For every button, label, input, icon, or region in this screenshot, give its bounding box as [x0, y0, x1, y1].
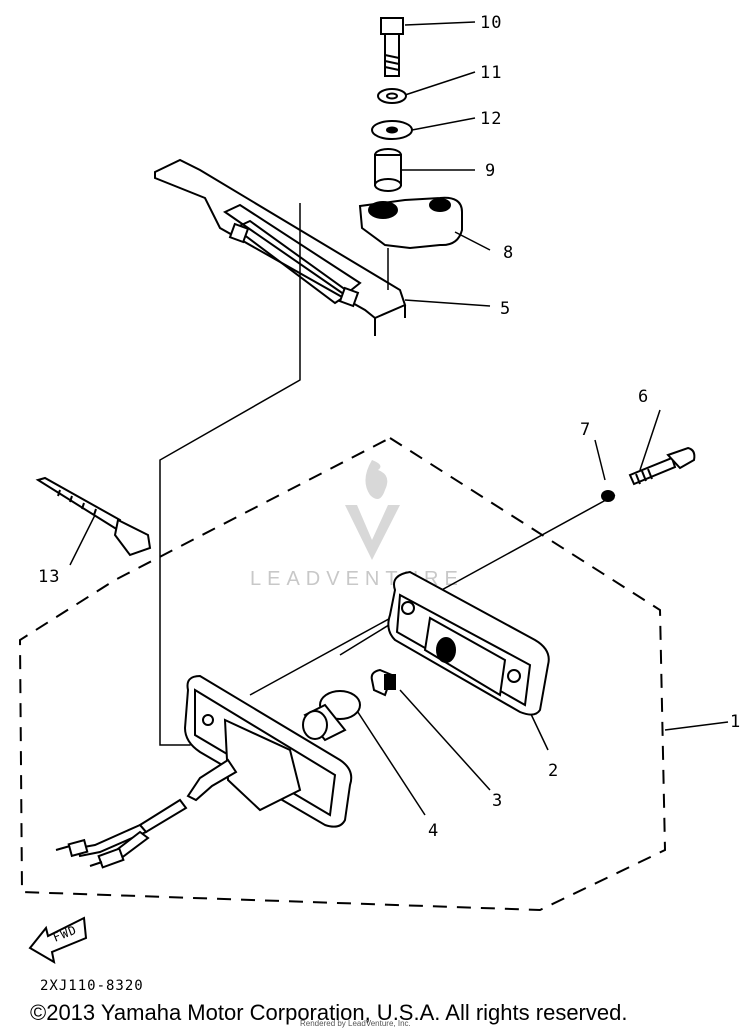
callout-6: 6 [638, 387, 649, 407]
washer-12 [371, 120, 413, 140]
leadventure-watermark: LEADVENTURE [250, 460, 458, 590]
screw-6 [628, 446, 696, 486]
bolt-10 [380, 17, 404, 77]
copyright-notice: ©2013 Yamaha Motor Corporation, U.S.A. A… [30, 1000, 628, 1025]
callout-8: 8 [503, 243, 514, 263]
bulb-3 [370, 668, 396, 697]
bracket-8 [358, 196, 463, 250]
lens-2 [387, 570, 550, 716]
callout-1: 1 [730, 712, 741, 732]
collar-9 [374, 148, 402, 192]
wire-harness [55, 758, 238, 869]
callout-9: 9 [485, 161, 496, 181]
socket-4 [302, 690, 361, 742]
callout-7: 7 [580, 420, 591, 440]
callout-11: 11 [480, 63, 502, 83]
callout-12: 12 [480, 109, 502, 129]
callout-4: 4 [428, 821, 439, 841]
callout-5: 5 [500, 299, 511, 319]
washer-7 [601, 490, 615, 502]
assembly-dashed-outline [18, 436, 667, 912]
leader-lines [69, 21, 729, 816]
rendered-by-note: Rendered by LeadVenture, Inc. [300, 1019, 411, 1028]
callout-10: 10 [480, 13, 502, 33]
cable-tie-13 [35, 476, 152, 557]
fwd-direction-arrow: FWD [28, 916, 88, 964]
plate-bracket-5 [154, 158, 407, 336]
diagram-code: 2XJ110-8320 [40, 978, 144, 994]
lamp-housing [183, 674, 353, 828]
callout-2: 2 [548, 761, 559, 781]
callout-13: 13 [38, 567, 60, 587]
spring-washer-11 [377, 88, 407, 104]
callout-3: 3 [492, 791, 503, 811]
